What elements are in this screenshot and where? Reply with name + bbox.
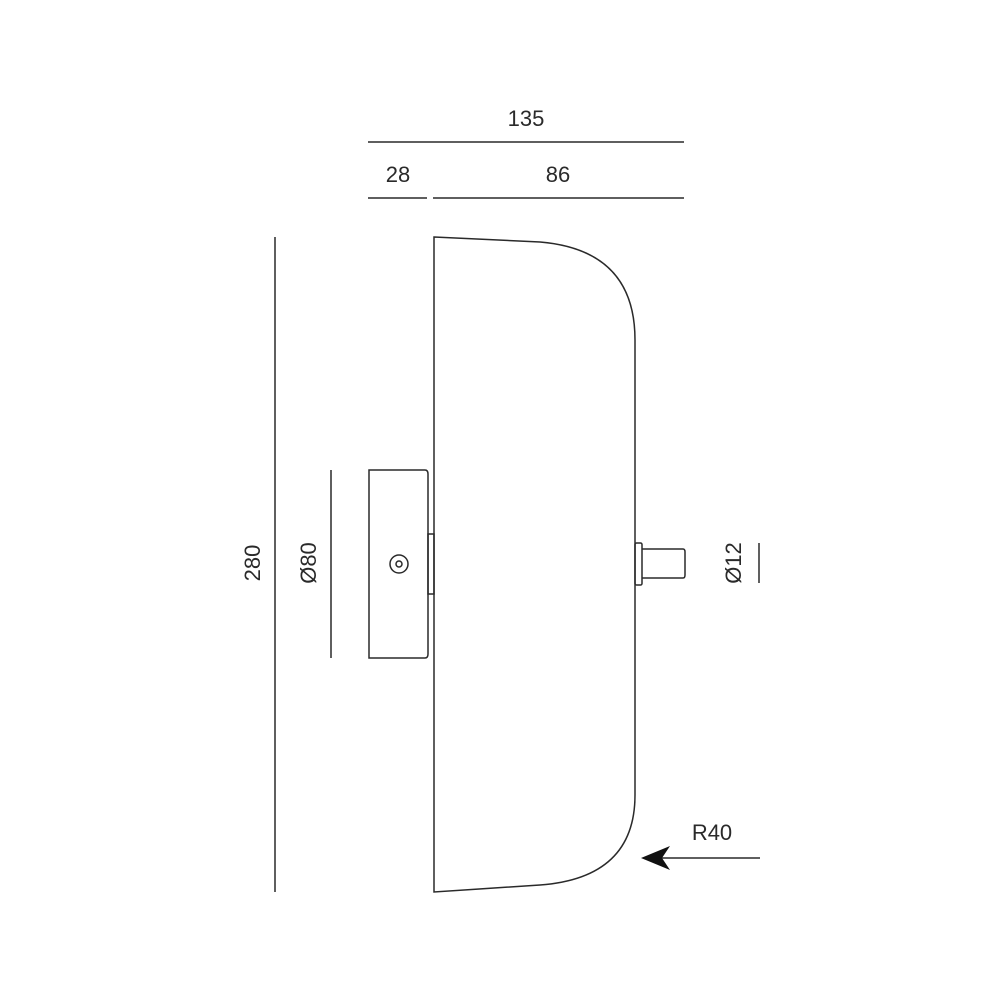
dim-label-base-diameter: Ø80 [296, 542, 321, 584]
pin-flange [634, 542, 643, 586]
dim-label-shade-depth: 86 [546, 162, 570, 187]
pin-rod [642, 548, 686, 579]
dim-label-pin-diameter: Ø12 [721, 542, 746, 584]
screw-center-icon [395, 560, 403, 568]
dim-label-base-depth: 28 [386, 162, 410, 187]
base-connector [427, 533, 435, 595]
dim-label-radius: R40 [692, 820, 732, 845]
dim-label-overall-depth: 135 [508, 106, 545, 131]
screw-icon [389, 554, 409, 574]
dim-label-height: 280 [240, 545, 265, 582]
arrowhead-icon [641, 846, 670, 870]
lamp-shade-outline [433, 236, 636, 893]
wall-base-plate [368, 469, 429, 659]
